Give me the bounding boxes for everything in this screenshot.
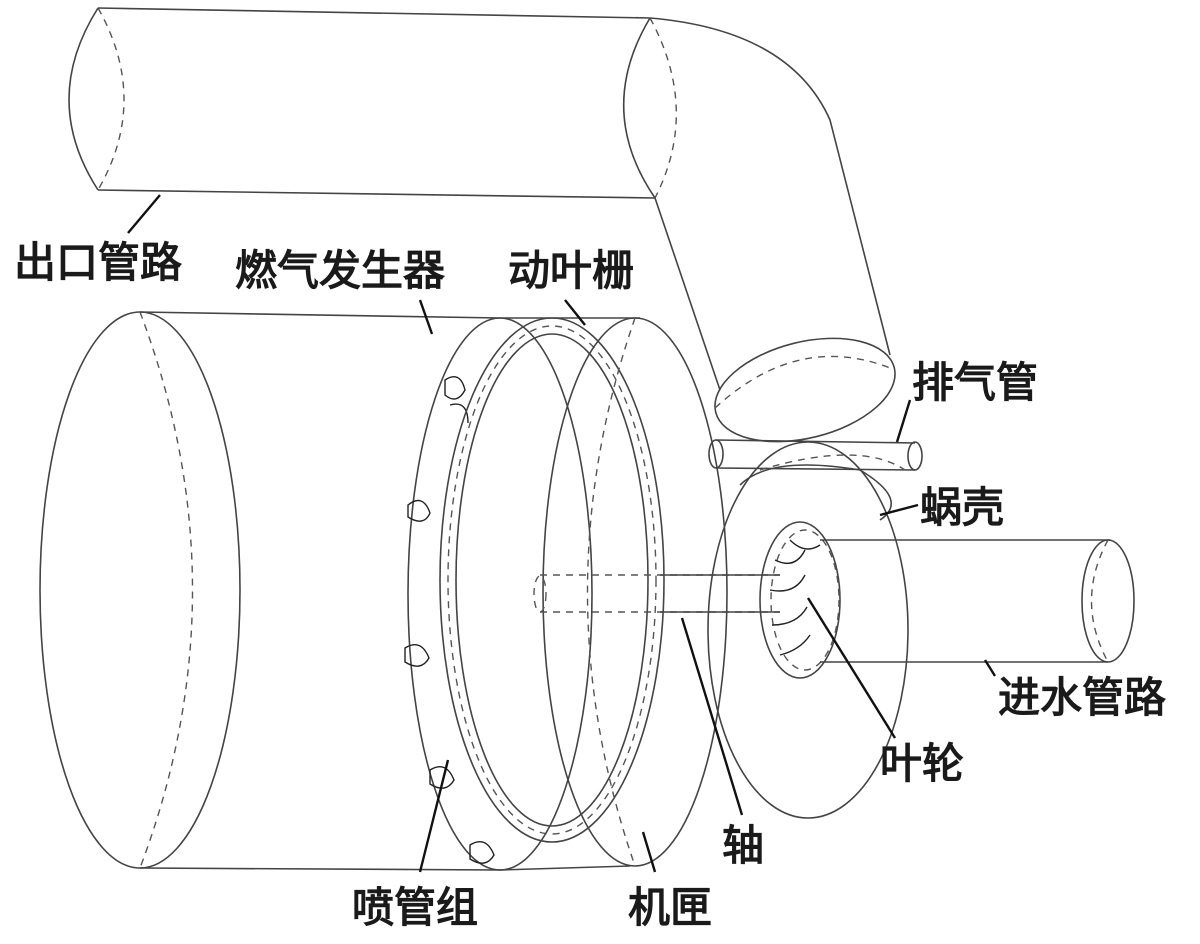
inlet-pipe	[820, 539, 1135, 663]
label-gas-generator: 燃气发生器	[235, 246, 446, 295]
exhaust-pipe	[708, 337, 923, 471]
gas-generator	[39, 311, 593, 871]
casing	[499, 317, 728, 871]
label-impeller: 叶轮	[880, 739, 964, 788]
label-shaft: 轴	[722, 821, 764, 870]
label-rotor-cascade: 动叶栅	[508, 246, 634, 295]
nozzle-group	[404, 376, 495, 864]
volute	[707, 441, 909, 819]
label-outlet-pipe: 出口管路	[14, 238, 183, 287]
outlet-pipe	[68, 7, 891, 391]
label-volute: 蜗壳	[920, 483, 1004, 532]
rotor-cascade	[439, 317, 665, 843]
label-exhaust-pipe: 排气管	[912, 358, 1038, 407]
shaft	[533, 574, 780, 613]
label-nozzle-group: 喷管组	[352, 883, 478, 932]
label-casing: 机匣	[628, 883, 712, 932]
label-inlet-pipe: 进水管路	[998, 673, 1167, 722]
impeller	[759, 521, 841, 679]
leader-lines	[127, 194, 997, 873]
